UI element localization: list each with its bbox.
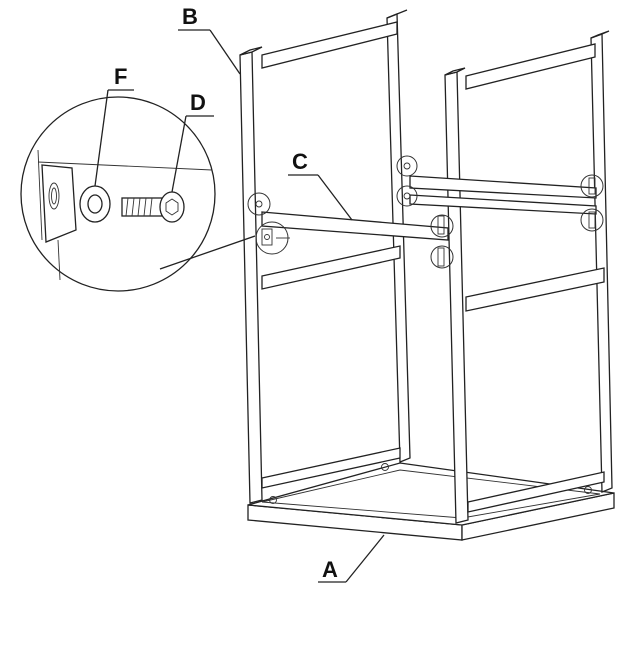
- screw-location-circle: [396, 185, 418, 207]
- screw-locations: [247, 155, 604, 269]
- base-panel-a: [247, 462, 615, 541]
- left-frame-b: [239, 9, 411, 504]
- screw-location-circle: [580, 208, 604, 232]
- washer-icon: [79, 185, 111, 223]
- screw-location-circle: [580, 174, 604, 198]
- connecting-bar-c: [261, 175, 597, 241]
- leader-lines: [94, 29, 385, 583]
- label-f: F: [114, 64, 127, 89]
- screw-location-circle: [430, 245, 454, 269]
- label-b: B: [182, 4, 198, 29]
- label-d: D: [190, 90, 206, 115]
- right-frame: [444, 30, 613, 524]
- screw-location-circle: [430, 214, 454, 238]
- hex-socket-screw-icon: [121, 191, 185, 223]
- screw-location-circle: [396, 155, 418, 177]
- label-c: C: [292, 149, 308, 174]
- screw-location-circle: [247, 192, 271, 216]
- part-labels: B F D C A: [114, 4, 338, 582]
- label-a: A: [322, 557, 338, 582]
- magnified-joint-detail-icon: [20, 96, 216, 292]
- detail-callout: [20, 96, 256, 292]
